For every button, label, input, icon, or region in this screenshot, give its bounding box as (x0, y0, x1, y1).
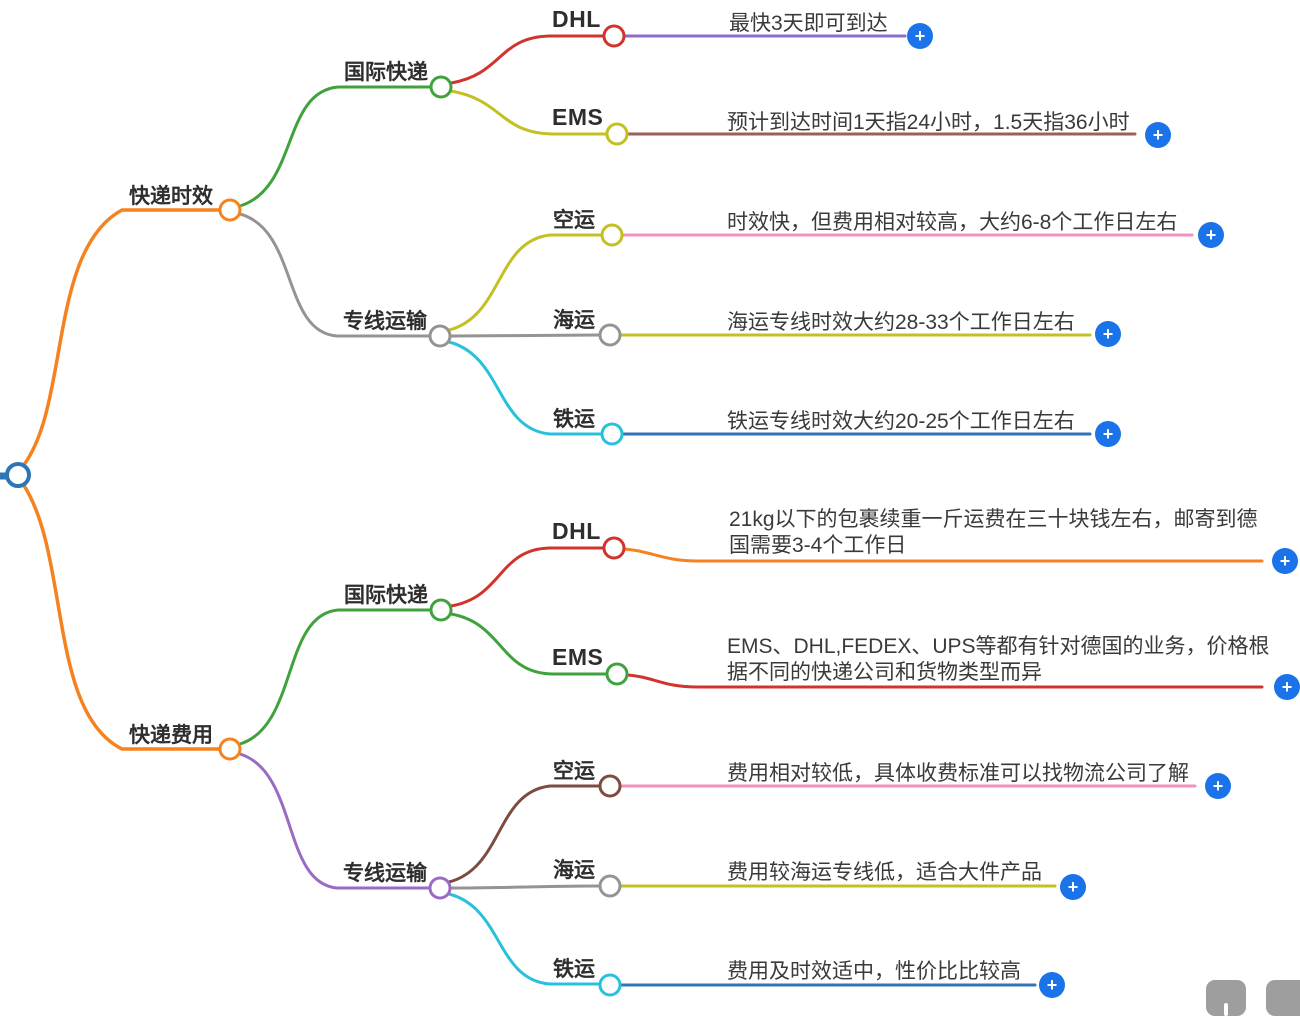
edge-cost-dedicated-to-rail (447, 892, 603, 986)
node-handle-cost-air[interactable] (598, 774, 622, 798)
plus-icon: + (1046, 975, 1058, 995)
node-label-time[interactable]: 快递时效 (129, 185, 213, 208)
leafline-cost-dhl (622, 547, 1264, 563)
edge-cost-to-intl (238, 608, 433, 746)
node-label-time-air[interactable]: 空运 (553, 209, 595, 232)
leaf-desc-time-ems[interactable]: 预计到达时间1天指24小时，1.5天指36小时 (727, 111, 1130, 134)
leaf-desc-time-rail[interactable]: 铁运专线时效大约20-25个工作日左右 (727, 410, 1075, 433)
add-child-button-time-dhl[interactable]: + (907, 23, 933, 49)
plus-icon: + (1067, 877, 1079, 897)
edge-time-to-intl (238, 85, 433, 208)
plus-icon: + (1279, 551, 1291, 571)
edge-intl-to-dhl (449, 34, 606, 85)
add-child-button-cost-rail[interactable]: + (1039, 972, 1065, 998)
leaf-desc-time-air[interactable]: 时效快，但费用相对较高，大约6-8个工作日左右 (727, 211, 1178, 234)
node-label-cost-rail[interactable]: 铁运 (553, 958, 595, 981)
edge-root-to-time (21, 208, 222, 468)
leaf-desc-cost-ems[interactable]: EMS、DHL,FEDEX、UPS等都有针对德国的业务，价格根据不同的快递公司和… (727, 635, 1270, 684)
edge-cost-intl-to-dhl (449, 546, 606, 608)
node-label-time-dedicated[interactable]: 专线运输 (343, 310, 427, 333)
plus-icon: + (1102, 324, 1114, 344)
bottom-toolbar-button-right[interactable] (1266, 980, 1300, 1016)
node-handle-cost[interactable] (218, 737, 242, 761)
add-child-button-time-sea[interactable]: + (1095, 321, 1121, 347)
edge-time-to-dedicated (238, 212, 432, 338)
add-child-button-cost-dhl[interactable]: + (1272, 548, 1298, 574)
node-handle-cost-dedicated[interactable] (428, 876, 452, 900)
add-child-button-time-ems[interactable]: + (1145, 122, 1171, 148)
edge-dedicated-to-rail (447, 340, 604, 436)
node-handle-time-dhl[interactable] (602, 24, 626, 48)
node-handle-time-intl[interactable] (429, 75, 453, 99)
leaf-desc-cost-sea[interactable]: 费用较海运专线低，适合大件产品 (727, 861, 1042, 884)
add-child-button-cost-ems[interactable]: + (1274, 674, 1300, 700)
plus-icon: + (1102, 424, 1114, 444)
edge-dedicated-to-sea (449, 333, 602, 338)
toolbar-icon (1224, 1003, 1228, 1016)
edge-cost-dedicated-to-air (447, 784, 603, 884)
node-handle-time-dedicated[interactable] (428, 324, 452, 348)
node-handle-cost-intl[interactable] (429, 598, 453, 622)
plus-icon: + (1205, 225, 1217, 245)
edge-cost-dedicated-to-sea (449, 884, 602, 890)
node-handle-cost-ems[interactable] (605, 662, 629, 686)
node-handle-time[interactable] (218, 198, 242, 222)
add-child-button-cost-sea[interactable]: + (1060, 874, 1086, 900)
node-handle-time-air[interactable] (600, 223, 624, 247)
leaf-desc-cost-air[interactable]: 费用相对较低，具体收费标准可以找物流公司了解 (727, 762, 1189, 785)
node-label-cost-sea[interactable]: 海运 (553, 859, 595, 882)
node-handle-cost-rail[interactable] (598, 973, 622, 997)
node-label-cost-dhl[interactable]: DHL (552, 518, 601, 544)
add-child-button-time-rail[interactable]: + (1095, 421, 1121, 447)
node-handle-cost-dhl[interactable] (602, 536, 626, 560)
node-label-time-ems[interactable]: EMS (552, 104, 604, 130)
leaf-desc-cost-rail[interactable]: 费用及时效适中，性价比比较高 (727, 960, 1021, 983)
leaf-desc-cost-dhl[interactable]: 21kg以下的包裹续重一斤运费在三十块钱左右，邮寄到德国需要3-4个工作日 (729, 508, 1258, 557)
plus-icon: + (1152, 125, 1164, 145)
node-label-time-dhl[interactable]: DHL (552, 6, 601, 32)
node-label-cost-air[interactable]: 空运 (553, 760, 595, 783)
node-label-cost-ems[interactable]: EMS (552, 644, 604, 670)
node-label-cost-dedicated[interactable]: 专线运输 (343, 862, 427, 885)
node-handle-cost-sea[interactable] (598, 874, 622, 898)
node-label-time-intl[interactable]: 国际快递 (344, 61, 428, 84)
leaf-desc-time-sea[interactable]: 海运专线时效大约28-33个工作日左右 (727, 311, 1075, 334)
node-handle-root[interactable] (5, 462, 31, 488)
node-label-cost-intl[interactable]: 国际快递 (344, 584, 428, 607)
edge-cost-intl-to-ems (449, 612, 609, 676)
bottom-toolbar-button-left[interactable] (1206, 980, 1246, 1016)
edge-intl-to-ems (449, 89, 609, 136)
add-child-button-cost-air[interactable]: + (1205, 773, 1231, 799)
leafline-cost-ems (625, 673, 1264, 689)
node-label-time-sea[interactable]: 海运 (553, 309, 595, 332)
node-handle-time-rail[interactable] (600, 422, 624, 446)
edge-root-to-cost (21, 482, 222, 751)
plus-icon: + (914, 26, 926, 46)
leaf-desc-time-dhl[interactable]: 最快3天即可到达 (729, 12, 888, 35)
add-child-button-time-air[interactable]: + (1198, 222, 1224, 248)
node-label-cost[interactable]: 快递费用 (129, 724, 213, 747)
node-handle-time-sea[interactable] (598, 323, 622, 347)
node-handle-time-ems[interactable] (605, 122, 629, 146)
node-label-time-rail[interactable]: 铁运 (553, 408, 595, 431)
plus-icon: + (1212, 776, 1224, 796)
edge-cost-to-dedicated (238, 752, 432, 890)
plus-icon: + (1281, 677, 1293, 697)
edge-dedicated-to-air (447, 233, 604, 332)
